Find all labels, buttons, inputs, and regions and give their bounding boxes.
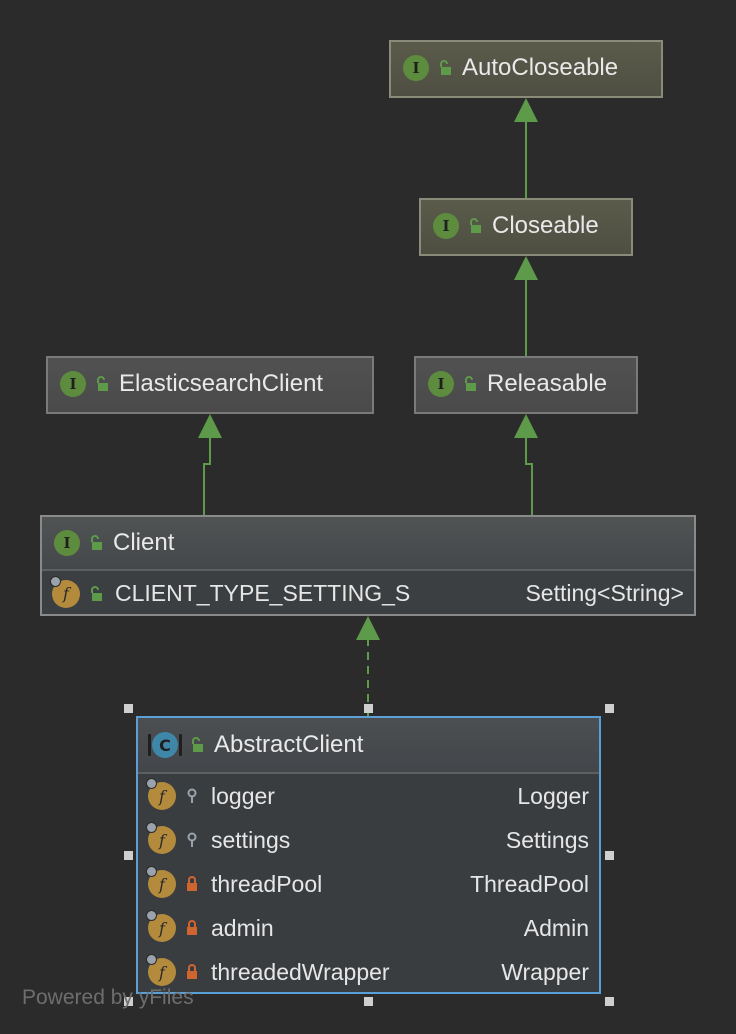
node-name: Releasable bbox=[487, 370, 608, 397]
node-autocloseable[interactable]: I AutoCloseable bbox=[389, 40, 663, 98]
interface-icon: I bbox=[433, 213, 459, 239]
field-name: threadedWrapper bbox=[211, 958, 390, 985]
field-name: threadPool bbox=[211, 870, 323, 897]
node-header: I Closeable bbox=[421, 200, 631, 252]
static-mark-icon bbox=[50, 575, 61, 587]
node-header: C AbstractClient bbox=[138, 718, 599, 772]
package-visibility-icon bbox=[187, 788, 197, 803]
abstract-class-icon: C bbox=[148, 732, 182, 758]
node-client[interactable]: I Client f CLIENT_TYPE_SETTING_S Setting… bbox=[40, 515, 696, 616]
node-header: I Releasable bbox=[416, 358, 636, 410]
field-type: Wrapper bbox=[501, 958, 589, 985]
public-lock-icon bbox=[97, 376, 108, 391]
field-type: Settings bbox=[505, 826, 589, 853]
field-type: Admin bbox=[523, 914, 589, 941]
private-lock-icon bbox=[187, 920, 197, 935]
public-lock-icon bbox=[440, 60, 451, 75]
interface-icon: I bbox=[60, 371, 86, 397]
static-mark-icon bbox=[146, 910, 157, 921]
arrowhead-client bbox=[356, 616, 380, 640]
node-name: AbstractClient bbox=[214, 731, 364, 758]
field-row-threadedwrapper[interactable]: f threadedWrapper Wrapper bbox=[138, 950, 599, 994]
field-icon: f bbox=[146, 778, 176, 810]
selection-handle-top-right[interactable] bbox=[605, 704, 614, 713]
node-name: ElasticsearchClient bbox=[119, 370, 324, 397]
node-header: I ElasticsearchClient bbox=[48, 358, 372, 410]
divider bbox=[42, 569, 694, 571]
private-lock-icon bbox=[187, 964, 197, 979]
field-badge-letter: f bbox=[63, 584, 69, 603]
static-mark-icon bbox=[146, 866, 157, 877]
field-badge-letter: f bbox=[159, 786, 165, 806]
field-row-settings[interactable]: f settings Settings bbox=[138, 818, 599, 862]
field-type: Logger bbox=[517, 782, 589, 809]
node-name: Client bbox=[113, 529, 175, 556]
node-elasticsearchclient[interactable]: I ElasticsearchClient bbox=[46, 356, 374, 414]
public-lock-icon bbox=[91, 585, 102, 601]
field-icon: f bbox=[50, 575, 80, 608]
field-icon: f bbox=[146, 866, 176, 898]
selection-handle-top-center[interactable] bbox=[364, 704, 373, 713]
interface-icon: I bbox=[428, 371, 454, 397]
arrowhead-elasticsearchclient bbox=[198, 414, 222, 438]
field-name: admin bbox=[211, 914, 274, 941]
node-header: I AutoCloseable bbox=[391, 42, 661, 94]
private-lock-icon bbox=[187, 876, 197, 891]
field-icon: f bbox=[146, 910, 176, 942]
field-name: logger bbox=[211, 782, 275, 809]
static-mark-icon bbox=[146, 954, 157, 965]
divider bbox=[138, 772, 599, 774]
selection-handle-bottom-left[interactable] bbox=[124, 997, 133, 1006]
edge-client-releasable bbox=[525, 434, 533, 515]
field-badge-letter: f bbox=[159, 830, 165, 850]
field-type: ThreadPool bbox=[470, 870, 589, 897]
field-badge-letter: f bbox=[159, 874, 165, 894]
arrowhead-closeable bbox=[514, 256, 538, 280]
interface-icon: I bbox=[403, 55, 429, 81]
field-badge-letter: f bbox=[159, 962, 165, 982]
node-name: AutoCloseable bbox=[462, 54, 619, 81]
selection-handle-bottom-center[interactable] bbox=[364, 997, 373, 1006]
node-closeable[interactable]: I Closeable bbox=[419, 198, 633, 256]
field-badge-letter: f bbox=[159, 918, 165, 938]
public-lock-icon bbox=[91, 535, 102, 550]
node-releasable[interactable]: I Releasable bbox=[414, 356, 638, 414]
selection-handle-bottom-right[interactable] bbox=[605, 997, 614, 1006]
node-abstractclient[interactable]: C AbstractClient f logger Logger f setti… bbox=[136, 716, 601, 994]
edge-client-elasticsearchclient bbox=[203, 434, 211, 515]
watermark: Powered by yFiles bbox=[22, 986, 194, 1009]
node-header: I Client bbox=[42, 517, 694, 569]
field-row-admin[interactable]: f admin Admin bbox=[138, 906, 599, 950]
field-icon: f bbox=[146, 822, 176, 854]
public-lock-icon bbox=[470, 218, 481, 233]
selection-handle-middle-right[interactable] bbox=[605, 851, 614, 860]
field-row-threadpool[interactable]: f threadPool ThreadPool bbox=[138, 862, 599, 906]
package-visibility-icon bbox=[187, 832, 197, 847]
selection-handle-middle-left[interactable] bbox=[124, 851, 133, 860]
field-name: CLIENT_TYPE_SETTING_S bbox=[115, 580, 411, 606]
selection-handle-top-left[interactable] bbox=[124, 704, 133, 713]
arrowhead-autocloseable bbox=[514, 98, 538, 122]
field-row-logger[interactable]: f logger Logger bbox=[138, 774, 599, 818]
field-type: Setting<String> bbox=[525, 580, 684, 606]
public-lock-icon bbox=[465, 376, 476, 391]
node-name: Closeable bbox=[492, 212, 599, 239]
field-name: settings bbox=[211, 826, 291, 853]
arrowhead-releasable bbox=[514, 414, 538, 438]
field-row[interactable]: f CLIENT_TYPE_SETTING_S Setting<String> bbox=[42, 571, 694, 616]
public-lock-icon bbox=[192, 737, 203, 752]
interface-icon: I bbox=[54, 530, 80, 556]
static-mark-icon bbox=[146, 778, 157, 789]
static-mark-icon bbox=[146, 822, 157, 833]
field-icon: f bbox=[146, 954, 176, 986]
